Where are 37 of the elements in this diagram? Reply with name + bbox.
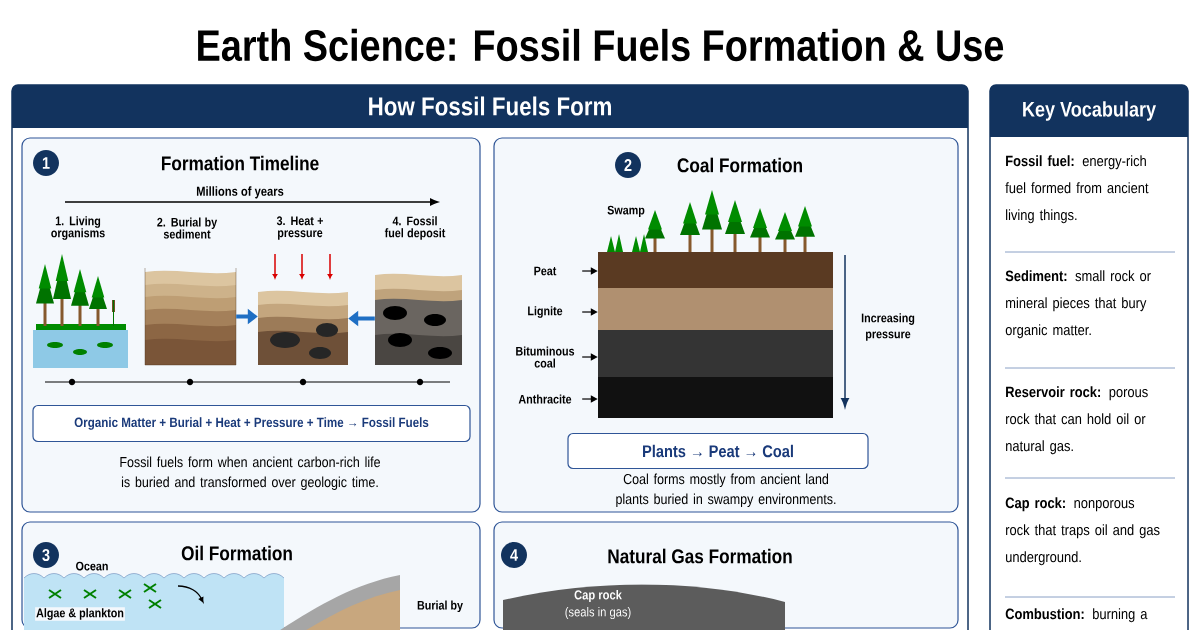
stage-heading: 4. Fossil fuel deposit [384,216,446,240]
arrow [581,395,598,403]
arrow [581,267,598,275]
number-badge: 2 [615,152,641,178]
layer-label: Lignite [528,306,563,318]
label: Algae & plankton [35,607,125,621]
vocabulary-entry: Combustion: burning a [1005,608,1148,623]
rock-layer [598,330,833,377]
label: Ocean [76,561,108,571]
rock-layer [598,252,833,288]
layer-label: Anthracite [518,394,572,404]
label: Burial by [417,600,463,613]
stage-heading: 3. Heat + pressure [276,216,323,240]
stage-heading: 2. Burial by sediment [157,217,218,239]
panel-caption: Fossil fuels form when ancient carbon-rich life is buried and transformed over geologic time. [120,456,380,491]
arrow [581,308,598,316]
layer-label: Peat [534,266,557,276]
label: Swamp [607,205,645,217]
sequence-box: Plants → Peat → Coal [567,432,869,470]
layer-label: Bituminous coal [516,346,575,368]
vocabulary-entry: Sediment: small rock or mineral pieces that bury organic matter. [1005,270,1151,339]
vocabulary-entry: Fossil fuel: energy-rich fuel formed from ancient living things. [1005,155,1149,224]
label: Increasing pressure [861,313,915,341]
vocabulary-entry: Reservoir rock: porous rock that can hold oil or natural gas. [1006,386,1148,455]
title: Earth Science: Fossil Fuels Formation & Use [198,28,1004,62]
rock-layer [598,377,833,418]
number-badge: 1 [33,150,59,176]
number-badge: 3 [33,542,59,568]
rock-layer [598,288,833,330]
equation-box: Organic Matter + Burial + Heat + Pressure + Time → Fossil Fuels [32,404,471,443]
number-badge: 4 [501,542,527,568]
arrow [581,353,598,361]
vocabulary-entry: Cap rock: nonporous rock that traps oil and gas underground. [1005,497,1160,566]
stage-heading: 1. Living organisms [51,216,105,240]
cap-rock-layer: Cap rock (seals in gas) [503,584,785,630]
panel-caption: Coal forms mostly from ancient land plants buried in swampy environments. [616,473,836,508]
axis-label: Millions of years [196,186,284,199]
